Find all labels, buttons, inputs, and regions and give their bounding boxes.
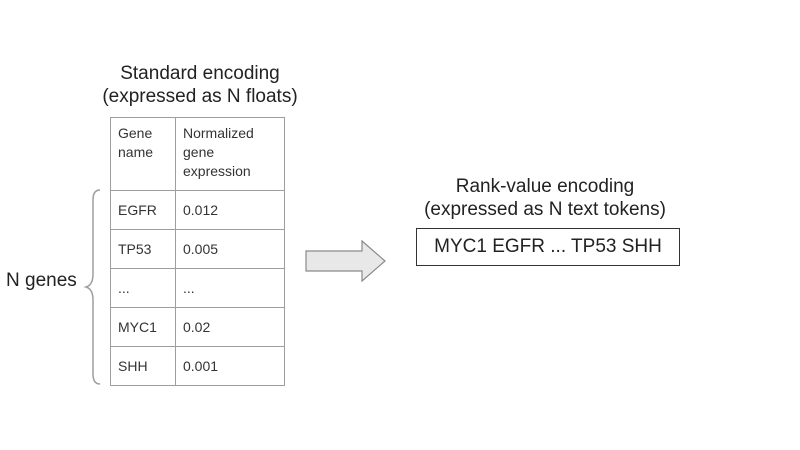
table-row: EGFR 0.012 — [110, 190, 285, 230]
expression-value-cell: 0.005 — [175, 229, 285, 269]
gene-name-cell: EGFR — [110, 190, 176, 230]
expression-value-cell: 0.001 — [175, 346, 285, 386]
expression-value-cell: 0.012 — [175, 190, 285, 230]
standard-encoding-title: Standard encoding (expressed as N floats… — [80, 62, 320, 108]
gene-name-cell: MYC1 — [110, 307, 176, 347]
table-header-row: Gene name Normalized gene expression — [110, 117, 285, 191]
header-gene-name: Gene name — [110, 117, 176, 191]
rank-value-encoding-title: Rank-value encoding (expressed as N text… — [400, 175, 690, 221]
header-normalized-expression: Normalized gene expression — [175, 117, 285, 191]
table-row: TP53 0.005 — [110, 229, 285, 269]
rank-value-encoding-title-line1: Rank-value encoding — [455, 176, 635, 197]
rank-token-sequence: MYC1 EGFR ... TP53 SHH — [416, 228, 680, 266]
table-row: SHH 0.001 — [110, 346, 285, 386]
standard-encoding-title-line1: Standard encoding — [120, 63, 280, 84]
gene-name-cell: TP53 — [110, 229, 176, 269]
rank-value-encoding-title-line2: (expressed as N text tokens) — [424, 199, 666, 220]
standard-encoding-title-line2: (expressed as N floats) — [102, 86, 298, 107]
curly-brace-icon — [83, 189, 101, 385]
n-genes-label: N genes — [6, 270, 77, 291]
expression-value-cell: 0.02 — [175, 307, 285, 347]
right-arrow-icon — [305, 239, 386, 283]
table-row: ... ... — [110, 268, 285, 308]
table-row: MYC1 0.02 — [110, 307, 285, 347]
gene-name-cell: SHH — [110, 346, 176, 386]
gene-expression-table: Gene name Normalized gene expression EGF… — [110, 117, 285, 386]
expression-value-cell: ... — [175, 268, 285, 308]
gene-name-cell: ... — [110, 268, 176, 308]
